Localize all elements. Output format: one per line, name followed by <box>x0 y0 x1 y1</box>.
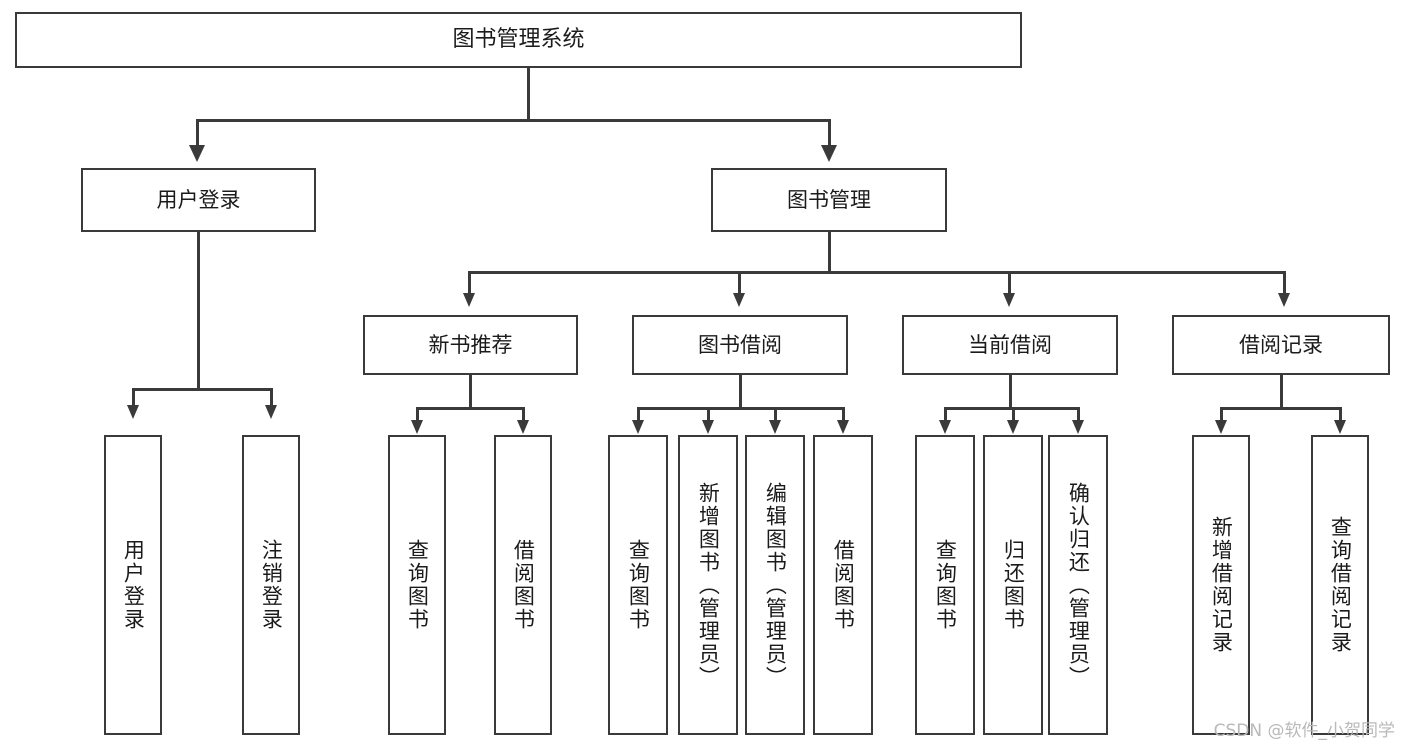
arrowhead-to-user-login <box>189 145 205 162</box>
connector-br-drop-1 <box>1220 407 1223 421</box>
connector-book-manage-bar <box>468 271 1286 274</box>
leaf-logout: 注销登录 <box>242 435 300 735</box>
connector-nbr-bar <box>416 407 524 410</box>
connector-cb-bar <box>944 407 1078 410</box>
arrowhead-leaf-logout <box>265 405 277 419</box>
leaf-label: 查询图书 <box>933 539 958 631</box>
leaf-br-query-record: 查询借阅记录 <box>1311 435 1369 735</box>
arrowhead-br-query-record <box>1334 420 1346 434</box>
leaf-label: 注销登录 <box>259 539 284 631</box>
node-new-book-recommend: 新书推荐 <box>363 315 578 375</box>
leaf-label: 新增借阅记录 <box>1209 516 1234 654</box>
connector-cb-drop-2 <box>1012 407 1015 421</box>
arrowhead-nbr-query-book <box>411 420 423 434</box>
connector-root-drop-right <box>828 119 831 147</box>
node-user-login: 用户登录 <box>81 168 316 232</box>
connector-bb-drop-4 <box>842 407 845 421</box>
arrowhead-bb-query-book <box>632 420 644 434</box>
node-label: 图书管理系统 <box>452 27 585 53</box>
arrowhead-to-current-borrow <box>1003 293 1015 307</box>
node-label: 图书借阅 <box>698 332 782 357</box>
connector-br-drop-2 <box>1339 407 1342 421</box>
connector-nbr-drop-2 <box>522 407 525 421</box>
leaf-bb-add-book: 新增图书（管理员） <box>678 435 738 735</box>
node-current-borrow: 当前借阅 <box>902 315 1118 375</box>
connector-bm-drop-3 <box>1008 271 1011 294</box>
connector-bb-stem <box>739 375 742 408</box>
connector-root-drop-left <box>196 119 199 147</box>
node-book-management: 图书管理 <box>711 168 947 232</box>
connector-bb-drop-3 <box>774 407 777 421</box>
connector-user-login-drop-1 <box>132 388 135 406</box>
node-label: 借阅记录 <box>1239 332 1323 357</box>
connector-br-bar <box>1220 407 1342 410</box>
leaf-bb-edit-book: 编辑图书（管理员） <box>745 435 805 735</box>
arrowhead-nbr-borrow-book <box>517 420 529 434</box>
node-label: 图书管理 <box>787 187 871 212</box>
connector-nbr-stem <box>469 375 472 408</box>
arrowhead-to-new-book-rec <box>463 293 475 307</box>
connector-user-login-bar <box>132 388 272 391</box>
leaf-label: 新增图书（管理员） <box>696 481 721 689</box>
connector-book-manage-stem <box>828 232 831 272</box>
connector-cb-drop-1 <box>944 407 947 421</box>
leaf-label: 确认归还（管理员） <box>1066 481 1091 689</box>
leaf-br-add-record: 新增借阅记录 <box>1192 435 1250 735</box>
connector-user-login-drop-2 <box>270 388 273 406</box>
node-label: 用户登录 <box>156 187 241 212</box>
leaf-label: 用户登录 <box>121 539 146 631</box>
arrowhead-to-borrow-record <box>1278 293 1290 307</box>
csdn-watermark: CSDN @软件_小贺同学 <box>1213 721 1395 741</box>
leaf-cb-return-book: 归还图书 <box>983 435 1043 735</box>
leaf-cb-confirm-return: 确认归还（管理员） <box>1048 435 1108 735</box>
arrowhead-bb-edit-book <box>769 420 781 434</box>
connector-root-stem <box>527 68 530 120</box>
arrowhead-cb-query-book <box>939 420 951 434</box>
node-label: 当前借阅 <box>968 332 1052 357</box>
leaf-cb-query-book: 查询图书 <box>915 435 975 735</box>
leaf-bb-query-book: 查询图书 <box>608 435 668 735</box>
connector-cb-stem <box>1009 375 1012 408</box>
connector-bb-bar <box>637 407 845 410</box>
connector-nbr-drop-1 <box>416 407 419 421</box>
leaf-label: 编辑图书（管理员） <box>763 481 788 689</box>
arrowhead-cb-confirm-return <box>1072 420 1084 434</box>
connector-bb-drop-2 <box>707 407 710 421</box>
connector-bm-drop-4 <box>1283 271 1286 294</box>
connector-user-login-stem <box>197 232 200 389</box>
leaf-label: 归还图书 <box>1001 539 1026 631</box>
arrowhead-to-book-borrow <box>733 293 745 307</box>
leaf-label: 查询借阅记录 <box>1328 516 1353 654</box>
connector-bb-drop-1 <box>637 407 640 421</box>
connector-cb-drop-3 <box>1077 407 1080 421</box>
leaf-label: 借阅图书 <box>831 539 856 631</box>
leaf-user-login: 用户登录 <box>104 435 162 735</box>
arrowhead-to-book-manage <box>821 145 837 162</box>
leaf-bb-borrow-book: 借阅图书 <box>813 435 873 735</box>
arrowhead-leaf-user-login <box>127 405 139 419</box>
leaf-nbr-query-book: 查询图书 <box>388 435 446 735</box>
node-borrow-record: 借阅记录 <box>1172 315 1390 375</box>
connector-br-stem <box>1280 375 1283 408</box>
arrowhead-bb-add-book <box>702 420 714 434</box>
node-label: 新书推荐 <box>428 332 513 357</box>
connector-root-bar <box>196 119 830 122</box>
node-book-borrow: 图书借阅 <box>632 315 848 375</box>
connector-bm-drop-1 <box>468 271 471 294</box>
leaf-label: 查询图书 <box>626 539 651 631</box>
leaf-label: 查询图书 <box>405 539 430 631</box>
leaf-label: 借阅图书 <box>511 539 536 631</box>
arrowhead-bb-borrow-book <box>837 420 849 434</box>
arrowhead-br-add-record <box>1215 420 1227 434</box>
node-root-system: 图书管理系统 <box>15 12 1022 68</box>
connector-bm-drop-2 <box>738 271 741 294</box>
leaf-nbr-borrow-book: 借阅图书 <box>494 435 552 735</box>
arrowhead-cb-return-book <box>1007 420 1019 434</box>
